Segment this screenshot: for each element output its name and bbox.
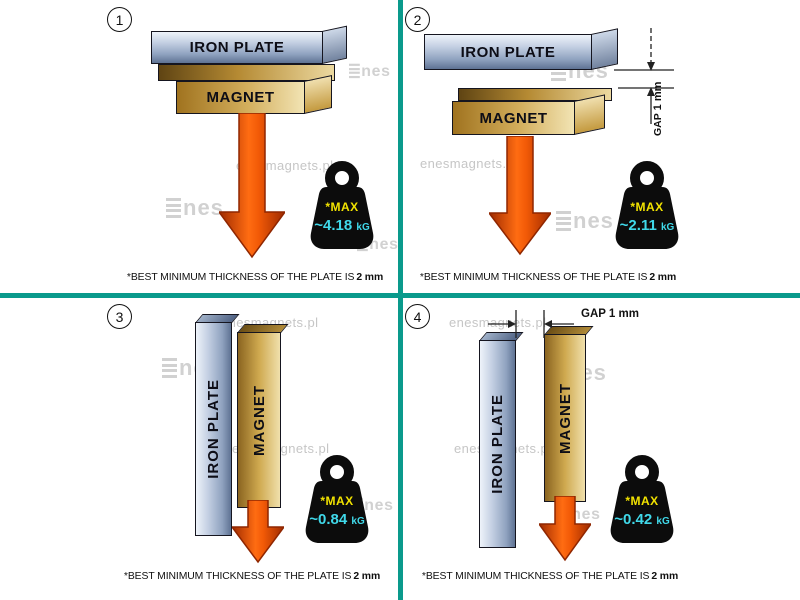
kettlebell-shape — [610, 455, 674, 543]
magnet-end-face — [304, 75, 332, 114]
gap-word: GAP — [652, 113, 664, 136]
panel-number-badge: 2 — [405, 7, 430, 32]
arrow-shape — [219, 113, 285, 259]
pull-force-arrow — [232, 500, 284, 564]
enes-logo-watermark: nes — [166, 197, 224, 219]
enes-logo-icon — [166, 198, 181, 218]
gap-value: 1 mm — [652, 81, 664, 111]
caption-text: *BEST MINIMUM THICKNESS OF THE PLATE IS — [419, 272, 648, 283]
enes-logo-text: nes — [573, 208, 614, 233]
iron-plate: IRON PLATE — [424, 34, 592, 70]
magnet: MAGNET — [176, 81, 305, 114]
weight-icon: *MAX ~2.11 kG — [609, 161, 685, 253]
caption-text: *BEST MINIMUM THICKNESS OF THE PLATE IS — [123, 571, 352, 582]
value-number: ~4.18 — [314, 217, 353, 234]
magnet-top-face — [458, 88, 612, 101]
value-number: ~2.11 — [619, 217, 657, 234]
max-value: ~0.42 kG — [604, 511, 680, 528]
magnet-end-face — [574, 94, 605, 135]
enes-logo-text: nes — [369, 234, 399, 253]
value-unit: kG — [351, 516, 365, 527]
enes-logo-text: nes — [361, 61, 391, 80]
value-unit: kG — [656, 516, 670, 527]
kettlebell-shape — [615, 161, 679, 249]
iron-plate: IRON PLATE — [151, 31, 323, 64]
enes-logo-watermark: nes — [349, 63, 391, 79]
max-label: *MAX — [630, 200, 664, 214]
iron-plate: IRON PLATE — [479, 340, 516, 548]
gap-dimension-lines — [488, 310, 574, 338]
gap-label: GAP 1 mm — [581, 308, 639, 320]
caption-bold: 2 mm — [356, 272, 384, 283]
arrow-shape — [489, 136, 551, 256]
horizontal-divider — [0, 293, 800, 298]
arrow-shape — [539, 496, 591, 562]
gap-label: GAP 1 mm — [652, 56, 664, 136]
magnet-label: MAGNET — [250, 384, 268, 456]
kettlebell-shape — [310, 161, 374, 249]
enes-logo-icon — [349, 63, 360, 78]
pull-force-arrow — [489, 136, 551, 256]
enes-logo-text: nes — [364, 495, 394, 514]
value-unit: kG — [356, 222, 370, 233]
iron-plate-label: IRON PLATE — [489, 394, 506, 494]
max-label: *MAX — [625, 494, 659, 508]
magnet: MAGNET — [544, 334, 586, 502]
caption-bold: 2 mm — [649, 272, 677, 283]
enes-logo-watermark: nes — [556, 210, 614, 232]
pull-force-arrow — [539, 496, 591, 562]
iron-plate-end-face — [322, 25, 347, 64]
max-label: *MAX — [320, 494, 354, 508]
magnet-top-face — [158, 64, 335, 81]
max-value: ~4.18 kG — [304, 217, 380, 234]
gap-dimension-lines — [614, 28, 674, 124]
watermark-site: enesmagnets.pl — [420, 156, 518, 171]
value-number: ~0.42 — [614, 511, 653, 528]
weight-icon: *MAX ~0.84 kG — [299, 455, 375, 547]
gap-word: GAP — [581, 308, 606, 320]
max-label: *MAX — [325, 200, 359, 214]
panel-number-badge: 1 — [107, 7, 132, 32]
iron-plate: IRON PLATE — [195, 322, 232, 536]
pull-force-arrow — [219, 113, 285, 259]
caption-text: *BEST MINIMUM THICKNESS OF THE PLATE IS — [126, 272, 355, 283]
kettlebell-shape — [305, 455, 369, 543]
value-number: ~0.84 — [309, 511, 348, 528]
caption-text: *BEST MINIMUM THICKNESS OF THE PLATE IS — [421, 571, 650, 582]
caption-bold: 2 mm — [353, 571, 381, 582]
panel-number-badge: 4 — [405, 304, 430, 329]
magnet-label: MAGNET — [556, 382, 574, 454]
watermark-site: enesmagnets.pl — [449, 315, 547, 330]
vertical-divider — [398, 0, 403, 600]
magnet: MAGNET — [452, 101, 575, 135]
iron-plate-label: IRON PLATE — [205, 379, 222, 479]
value-unit: kG — [660, 222, 675, 233]
max-value: ~0.84 kG — [299, 511, 375, 528]
magnet: MAGNET — [237, 332, 281, 508]
arrow-shape — [232, 500, 284, 564]
enes-logo-text: nes — [183, 195, 224, 220]
gap-value: 1 mm — [608, 308, 639, 320]
enes-logo-icon — [556, 211, 571, 231]
weight-icon: *MAX ~0.42 kG — [604, 455, 680, 547]
panel-number-badge: 3 — [107, 304, 132, 329]
caption-bold: 2 mm — [651, 571, 679, 582]
max-value: ~2.11 kG — [609, 217, 685, 234]
enes-logo-text: nes — [571, 504, 601, 523]
weight-icon: *MAX ~4.18 kG — [304, 161, 380, 253]
enes-logo-icon — [162, 358, 177, 378]
